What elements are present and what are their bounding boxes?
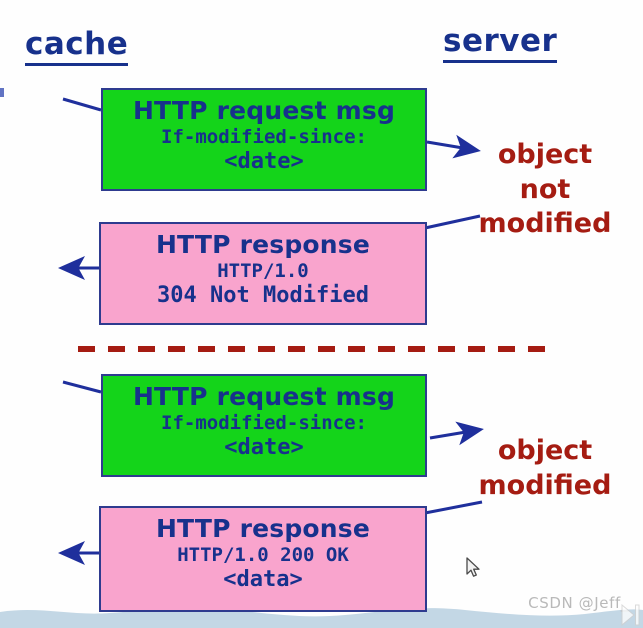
annotation-object-modified: object modified [478,435,612,501]
msg-title: HTTP request msg [132,382,396,411]
msg-title: HTTP response [155,230,371,259]
column-label-server: server [443,25,558,63]
msg-line-2: If-modified-since: [161,125,367,148]
msg-line-3: <date> [224,434,304,460]
msg-line-2: If-modified-since: [161,411,367,434]
message-box-http-request-2: HTTP request msg If-modified-since: <dat… [101,374,427,477]
message-box-http-response-1: HTTP response HTTP/1.0 304 Not Modified [99,222,427,325]
play-button-icon [621,603,640,627]
mouse-cursor [466,557,480,577]
column-label-cache: cache [25,28,129,66]
msg-line-3: 304 Not Modified [157,282,369,308]
msg-line-2: HTTP/1.0 [217,259,309,282]
msg-title: HTTP request msg [132,96,396,125]
bottom-decoration-band [0,607,643,628]
msg-title: HTTP response [155,514,371,543]
msg-line-2: HTTP/1.0 200 OK [177,543,349,566]
edge-artifact [0,88,4,97]
annotation-object-not-modified: object not modified [478,139,612,240]
message-box-http-response-2: HTTP response HTTP/1.0 200 OK <data> [99,506,427,612]
msg-line-3: <data> [223,566,303,592]
watermark-text: CSDN @Jeff_ [528,594,629,612]
msg-line-3: <date> [224,148,304,174]
message-box-http-request-1: HTTP request msg If-modified-since: <dat… [101,88,427,191]
